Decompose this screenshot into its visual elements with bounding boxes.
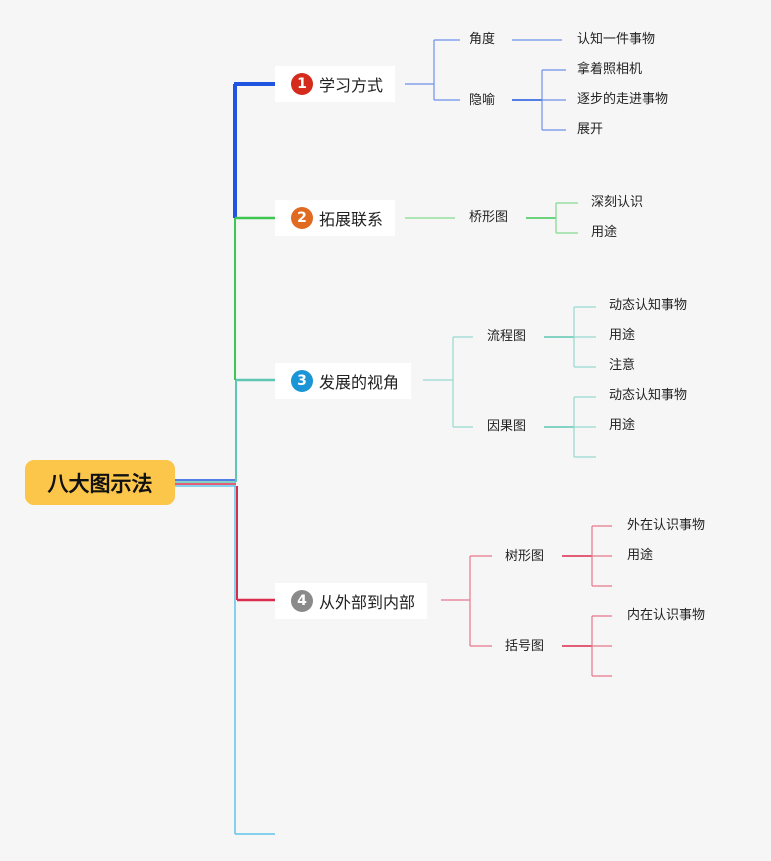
- leaf-node[interactable]: 逐步的走进事物: [577, 92, 669, 107]
- subtopic-flow-map[interactable]: 流程图: [487, 329, 527, 344]
- leaf-node[interactable]: 展开: [577, 122, 604, 137]
- subtopic-brace-map[interactable]: 括号图: [505, 639, 545, 654]
- branch-node-4[interactable]: 4 从外部到内部: [275, 583, 428, 619]
- branch-node-1[interactable]: 1 学习方式: [275, 66, 396, 102]
- branch-label-3: 发展的视角: [319, 373, 400, 392]
- number-badge-1: 1: [291, 73, 313, 95]
- subtopic-bridge-map[interactable]: 桥形图: [469, 210, 509, 225]
- subtopic-tree-map[interactable]: 树形图: [505, 549, 545, 564]
- leaf-node[interactable]: 外在认识事物: [627, 518, 706, 533]
- branch-label-1: 学习方式: [319, 76, 384, 95]
- subtopic-metaphor[interactable]: 隐喻: [469, 93, 496, 108]
- leaf-node[interactable]: 内在认识事物: [627, 608, 706, 623]
- leaf-node[interactable]: 拿着照相机: [577, 62, 643, 77]
- leaf-node[interactable]: 深刻认识: [591, 195, 644, 210]
- branch-label-4: 从外部到内部: [319, 593, 416, 612]
- leaf-node[interactable]: 用途: [627, 548, 654, 563]
- leaf-node[interactable]: 用途: [609, 328, 636, 343]
- subtopic-cause-effect-map[interactable]: 因果图: [487, 419, 527, 434]
- leaf-node[interactable]: 用途: [609, 418, 636, 433]
- root-label: 八大图示法: [47, 471, 153, 496]
- leaf-node[interactable]: 用途: [591, 225, 618, 240]
- leaf-node[interactable]: 注意: [609, 358, 636, 373]
- branch-label-2: 拓展联系: [319, 210, 384, 229]
- number-badge-4: 4: [291, 590, 313, 612]
- number-badge-3: 3: [291, 370, 313, 392]
- leaf-node[interactable]: 动态认知事物: [609, 298, 688, 313]
- leaf-node[interactable]: 认知一件事物: [577, 32, 656, 47]
- subtopic-angle[interactable]: 角度: [469, 32, 496, 47]
- number-badge-2: 2: [291, 207, 313, 229]
- branch-node-2[interactable]: 2 拓展联系: [275, 200, 396, 236]
- branch-node-3[interactable]: 3 发展的视角: [275, 363, 412, 399]
- leaf-node[interactable]: 动态认知事物: [609, 388, 688, 403]
- root-node[interactable]: 八大图示法: [25, 460, 175, 505]
